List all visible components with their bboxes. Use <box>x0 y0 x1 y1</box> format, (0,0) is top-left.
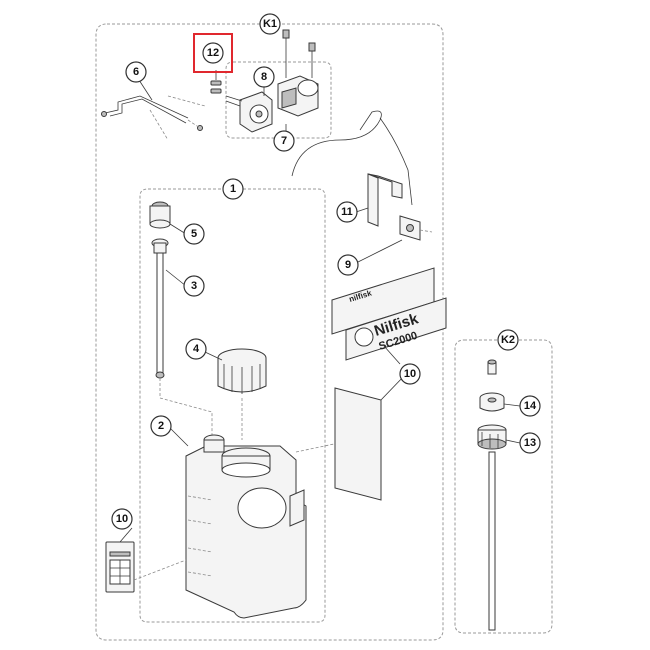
svg-text:6: 6 <box>133 66 139 78</box>
svg-text:2: 2 <box>158 420 164 432</box>
svg-text:14: 14 <box>524 400 537 412</box>
callout-5: 5 <box>183 223 205 245</box>
svg-text:K2: K2 <box>501 334 515 346</box>
callout-14: 14 <box>519 395 541 417</box>
part-plug-k2 <box>487 359 497 375</box>
part-rod-3 <box>151 238 169 379</box>
svg-text:7: 7 <box>281 135 287 147</box>
part-tank-2 <box>185 434 307 619</box>
part-cap-13 <box>477 424 507 450</box>
callout-leaders <box>119 79 521 581</box>
group-frame-k1-inner <box>139 188 326 623</box>
part-float-5 <box>149 201 171 229</box>
label-plate-front: Nilfisk SC2000 <box>345 297 447 361</box>
part-cap-4 <box>217 348 267 394</box>
part-motor <box>277 29 319 117</box>
callout-10-sticker: 10 <box>111 508 133 530</box>
part-pump-8 <box>225 85 273 133</box>
part-suction-tube-k2 <box>488 451 496 631</box>
part-sticker-10 <box>105 541 135 593</box>
svg-text:13: 13 <box>524 437 536 449</box>
callout-10-sheet: 10 <box>399 363 421 385</box>
group-label-k2: K2 <box>497 329 519 351</box>
connector-dashed <box>159 378 213 436</box>
callout-9: 9 <box>337 254 359 276</box>
highlight-box-12 <box>193 33 233 73</box>
callout-6: 6 <box>125 61 147 83</box>
svg-text:3: 3 <box>191 280 197 292</box>
part-bracket-11 <box>291 110 433 241</box>
svg-text:1: 1 <box>230 183 236 195</box>
svg-text:10: 10 <box>404 368 416 380</box>
svg-text:4: 4 <box>193 343 200 355</box>
part-sheet-10 <box>334 387 382 501</box>
svg-text:K1: K1 <box>263 18 277 30</box>
svg-text:8: 8 <box>261 71 267 83</box>
part-float-14 <box>479 392 505 412</box>
svg-text:9: 9 <box>345 259 351 271</box>
group-frame-k1 <box>95 23 444 641</box>
svg-text:12: 12 <box>207 47 219 59</box>
callout-7: 7 <box>273 130 295 152</box>
callout-13: 13 <box>519 432 541 454</box>
callout-8: 8 <box>253 66 275 88</box>
group-frame-k2 <box>454 339 553 634</box>
callout-2: 2 <box>150 415 172 437</box>
group-label-k1: K1 <box>259 13 281 35</box>
svg-text:10: 10 <box>116 513 128 525</box>
callout-4: 4 <box>185 338 207 360</box>
part-tube-6 <box>101 95 206 141</box>
part-fittings-12 <box>210 70 222 94</box>
callout-1: 1 <box>222 178 244 200</box>
group-frame-pump <box>225 61 332 139</box>
svg-text:5: 5 <box>191 228 197 240</box>
callout-3: 3 <box>183 275 205 297</box>
callout-11: 11 <box>336 201 358 223</box>
callout-12: 12 <box>202 42 224 64</box>
svg-text:11: 11 <box>341 206 353 218</box>
